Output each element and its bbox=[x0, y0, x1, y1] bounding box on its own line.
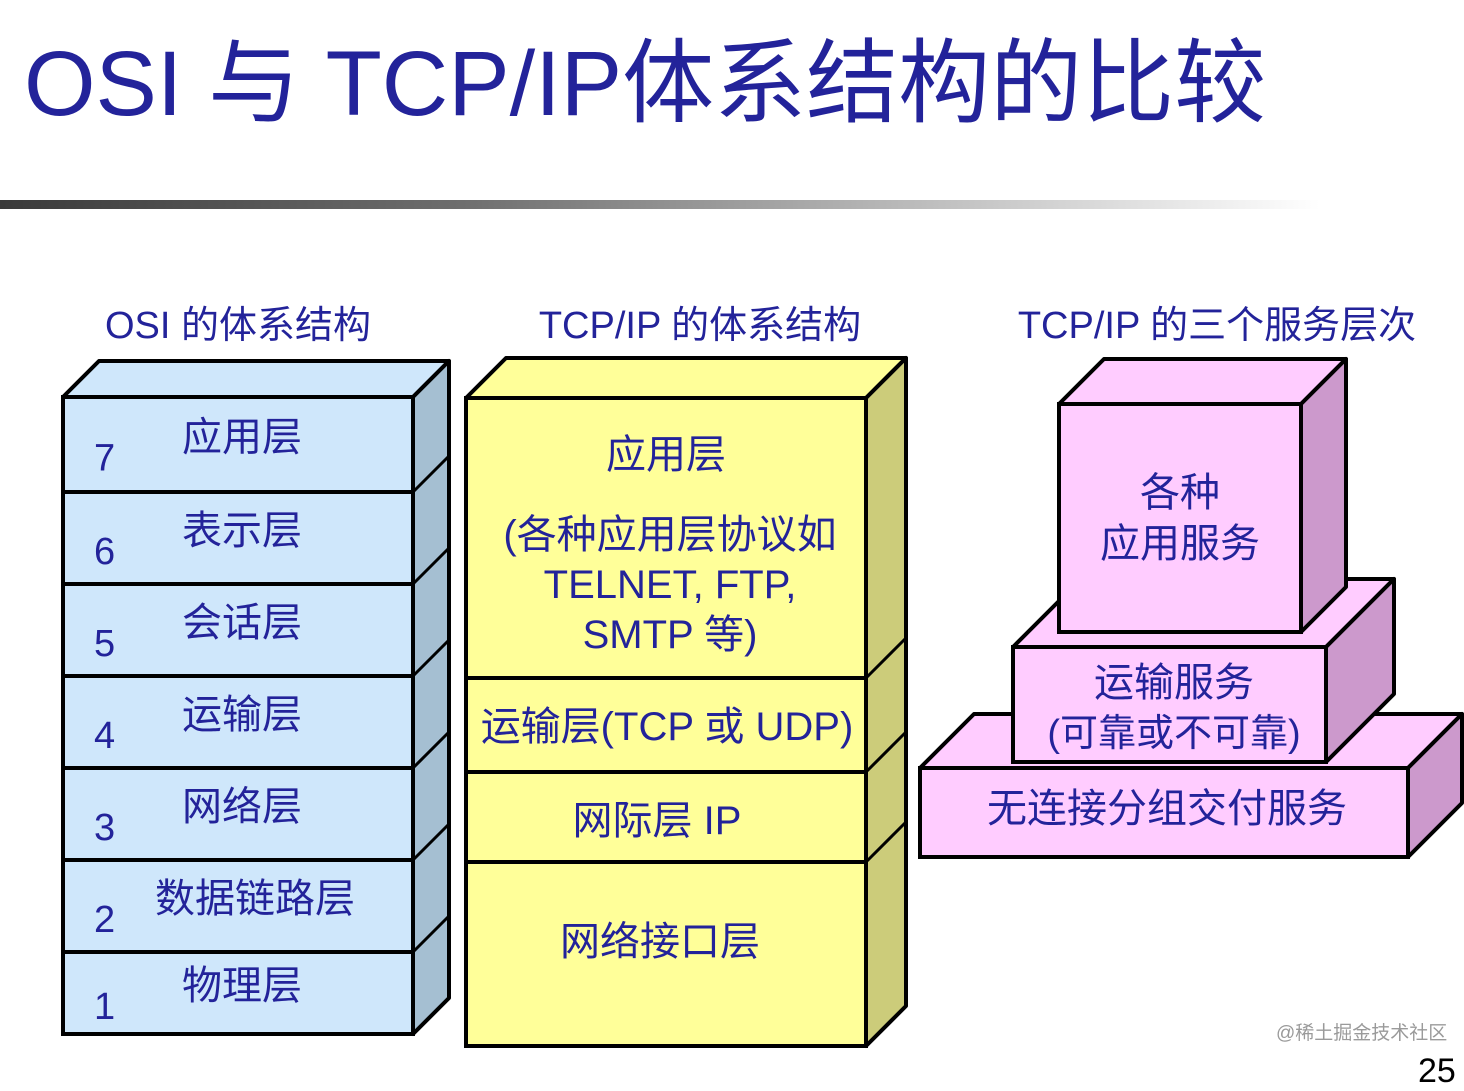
osi-layer-name: 表示层 bbox=[182, 509, 302, 553]
tcpip-stack-front-face bbox=[464, 396, 868, 1048]
service-top-label: 各种 bbox=[1140, 471, 1220, 515]
title-divider bbox=[0, 200, 1320, 209]
tcpip-heading: TCP/IP 的体系结构 bbox=[538, 305, 862, 347]
osi-layer-name: 运输层 bbox=[182, 693, 302, 737]
osi-layer-number: 4 bbox=[94, 715, 115, 757]
tcpip-application-protocols: TELNET, FTP, bbox=[544, 563, 797, 607]
service-middle-label: (可靠或不可靠) bbox=[1047, 713, 1300, 755]
tcpip-application-protocols: (各种应用层协议如 bbox=[503, 513, 836, 557]
service-top-box-front-face bbox=[1057, 402, 1303, 634]
service-bottom-label: 无连接分组交付服务 bbox=[987, 787, 1347, 831]
osi-side-divider bbox=[411, 822, 451, 862]
osi-layer-name: 应用层 bbox=[182, 416, 302, 460]
osi-stack: 7 应用层 6 表示层 5 会话层 4 运输层 3 网络层 2 数据链路层 1 物理层 bbox=[61, 359, 451, 1036]
osi-layer-name: 网络层 bbox=[182, 785, 302, 829]
osi-side-divider bbox=[411, 454, 451, 494]
service-top-box-side-face bbox=[1299, 357, 1348, 634]
tcpip-stack: 应用层 (各种应用层协议如 TELNET, FTP, SMTP 等) 运输层(TCP 或… bbox=[464, 356, 908, 1048]
osi-stack-front-face bbox=[61, 395, 415, 1036]
tcpip-network-interface-layer: 网络接口层 bbox=[560, 920, 760, 964]
page-number: 25 bbox=[1418, 1052, 1456, 1090]
tcpip-side-divider bbox=[864, 636, 908, 680]
tcpip-application-title: 应用层 bbox=[606, 433, 726, 477]
watermark: @稀土掘金技术社区 bbox=[1276, 1023, 1448, 1044]
architecture-comparison-diagram: 7 应用层 6 表示层 5 会话层 4 运输层 3 网络层 2 数据链路层 1 物理层 应用层 (各种应用层… bbox=[61, 356, 1464, 1048]
osi-layer-number: 1 bbox=[94, 986, 115, 1028]
tcpip-side-divider bbox=[864, 730, 908, 774]
tcpip-internet-layer: 网际层 IP bbox=[573, 799, 742, 843]
osi-side-divider bbox=[411, 914, 451, 954]
service-bottom-box-front-face bbox=[918, 766, 1410, 859]
osi-layer-name: 会话层 bbox=[182, 601, 302, 645]
osi-side-divider bbox=[411, 546, 451, 586]
service-top-label: 应用服务 bbox=[1100, 522, 1260, 566]
tcpip-stack-side-face bbox=[864, 356, 908, 1048]
osi-layer-number: 7 bbox=[94, 438, 115, 480]
osi-layer-number: 2 bbox=[94, 899, 115, 941]
osi-layer-number: 5 bbox=[94, 623, 115, 665]
osi-layer-number: 6 bbox=[94, 531, 115, 573]
services-heading: TCP/IP 的三个服务层次 bbox=[1017, 305, 1417, 347]
tcpip-stack-top-face bbox=[464, 356, 908, 400]
service-top-box-top-face bbox=[1057, 357, 1348, 406]
tcpip-application-protocols: SMTP 等) bbox=[583, 613, 758, 657]
osi-side-divider bbox=[411, 638, 451, 678]
tcpip-transport-layer: 运输层(TCP 或 UDP) bbox=[481, 705, 854, 749]
osi-layer-name: 物理层 bbox=[182, 964, 302, 1008]
osi-side-divider bbox=[411, 730, 451, 770]
osi-layer-number: 3 bbox=[94, 807, 115, 849]
tcpip-side-divider bbox=[864, 820, 908, 864]
service-middle-box-front-face bbox=[1011, 645, 1328, 764]
osi-layer-name: 数据链路层 bbox=[155, 877, 355, 921]
service-middle-label: 运输服务 bbox=[1094, 661, 1254, 705]
osi-stack-top-face bbox=[61, 359, 451, 399]
slide-title: OSI 与 TCP/IP体系结构的比较 bbox=[24, 33, 1267, 135]
osi-heading: OSI 的体系结构 bbox=[104, 305, 372, 347]
